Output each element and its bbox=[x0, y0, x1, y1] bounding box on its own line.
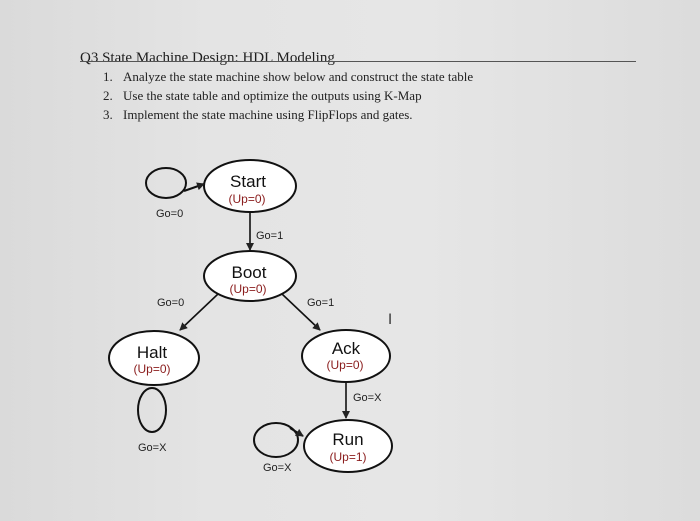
state-halt-name: Halt bbox=[137, 343, 168, 362]
transition-run-self: Go=X bbox=[253, 422, 304, 474]
transition-boot-halt: Go=0 bbox=[157, 293, 219, 331]
state-start-output: (Up=0) bbox=[228, 192, 265, 206]
state-run: Run (Up=1) bbox=[303, 419, 393, 473]
task-number: 2. bbox=[103, 88, 113, 103]
transition-label: Go=1 bbox=[256, 230, 283, 242]
state-start-name: Start bbox=[230, 172, 266, 191]
task-list: 1. Analyze the state machine show below a… bbox=[103, 67, 473, 124]
transition-start-boot: Go=1 bbox=[246, 212, 283, 251]
transition-start-self: Go=0 bbox=[145, 167, 205, 220]
state-ack: Ack (Up=0) bbox=[301, 329, 391, 383]
transition-halt-self: Go=X bbox=[137, 387, 167, 454]
question-title: Q3 State Machine Design: HDL Modeling bbox=[80, 50, 335, 66]
task-number: 3. bbox=[103, 107, 113, 122]
transition-label: Go=X bbox=[263, 462, 292, 474]
task-number: 1. bbox=[103, 69, 113, 84]
state-run-output: (Up=1) bbox=[329, 450, 366, 464]
transition-boot-ack: Go=1 bbox=[281, 293, 334, 331]
transition-label: Go=X bbox=[138, 442, 167, 454]
transition-label: Go=1 bbox=[307, 297, 334, 309]
task-item: 3. Implement the state machine using Flip… bbox=[103, 105, 473, 124]
state-halt-output: (Up=0) bbox=[133, 362, 170, 376]
state-boot-output: (Up=0) bbox=[229, 282, 266, 296]
task-text: Use the state table and optimize the out… bbox=[123, 88, 422, 103]
state-boot: Boot (Up=0) bbox=[203, 250, 297, 302]
transition-label: Go=0 bbox=[156, 208, 183, 220]
state-start: Start (Up=0) bbox=[203, 159, 297, 213]
transition-ack-run: Go=X bbox=[342, 382, 382, 419]
state-ack-name: Ack bbox=[332, 339, 361, 358]
state-ack-output: (Up=0) bbox=[326, 358, 363, 372]
state-halt: Halt (Up=0) bbox=[108, 330, 200, 386]
transition-label: Go=X bbox=[353, 392, 382, 404]
task-text: Implement the state machine using FlipFl… bbox=[123, 107, 413, 122]
task-item: 2. Use the state table and optimize the o… bbox=[103, 86, 473, 105]
text-cursor-icon: I bbox=[388, 312, 393, 328]
state-boot-name: Boot bbox=[232, 263, 267, 282]
state-run-name: Run bbox=[332, 430, 363, 449]
task-item: 1. Analyze the state machine show below a… bbox=[103, 67, 473, 86]
task-text: Analyze the state machine show below and… bbox=[123, 69, 474, 84]
title-underline bbox=[80, 61, 636, 62]
transition-label: Go=0 bbox=[157, 297, 184, 309]
